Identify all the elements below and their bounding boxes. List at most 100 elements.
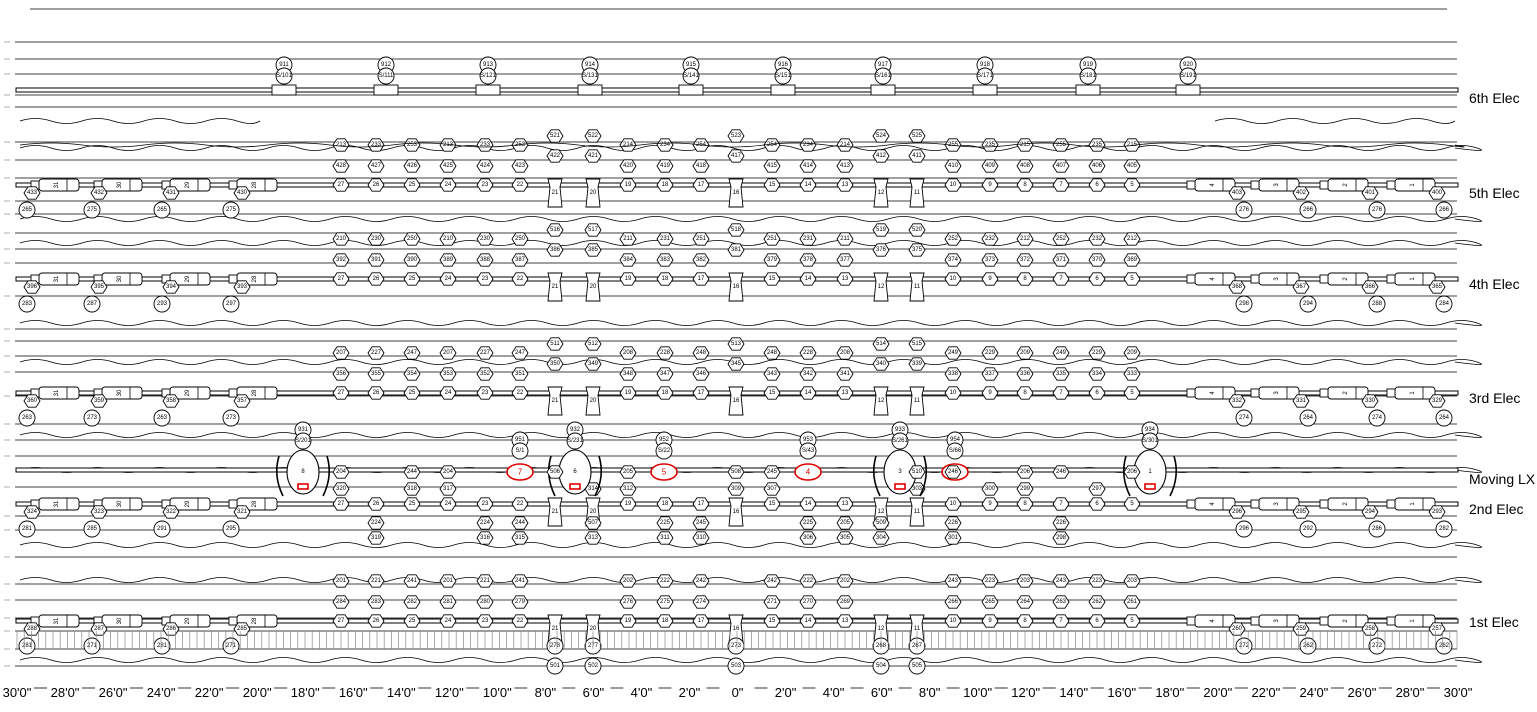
- red-unit-2-sub-label: S/43: [802, 448, 815, 454]
- elec-0-upper-16-shape: [908, 129, 926, 143]
- axis-label-29: 28'0": [1396, 685, 1425, 700]
- elec-2-lower-16-label: 339: [912, 361, 923, 367]
- mover-3-yoke-left: [1122, 455, 1131, 497]
- elec-3-right-unit-3-label: 1: [1410, 502, 1416, 506]
- elec-0-upper-5-shape: [511, 138, 529, 152]
- position-label-3: 3rd Elec: [1469, 390, 1520, 406]
- elec-1-upper-6-label: 516: [550, 227, 561, 233]
- elec-1-unit-12-shape: [763, 272, 781, 286]
- elec-3-lower-1-label: 224: [371, 520, 382, 526]
- elec-2-right-unit-0-lens: [1186, 388, 1196, 398]
- elec-0-lower-19-shape: [1016, 159, 1034, 173]
- elec-3-lower-4-shape: [476, 516, 494, 530]
- elec-0-unit-18-shape: [981, 178, 999, 192]
- elec-0-upper-17-label: 255: [948, 142, 959, 148]
- elec-3-unit-5-shape: [511, 497, 529, 511]
- elec-3-lowersub-17-shape: [944, 531, 962, 545]
- elec-1-lower-9-shape: [656, 253, 674, 267]
- elec-1-lower-12-label: 379: [767, 257, 778, 263]
- elec-4-right-unit-2-lens: [1319, 616, 1329, 626]
- elec-4-lower-22-label: 261: [1127, 599, 1138, 605]
- elec-4-unit-2-label: 25: [409, 618, 416, 624]
- elec-3-right-unit-0-label: 4: [1210, 502, 1216, 506]
- elec-1-right-chan-1-shape: [1292, 280, 1310, 294]
- elec-4-unit-20-label: 7: [1059, 618, 1063, 624]
- elec-4-unit-1-shape: [367, 614, 385, 628]
- elec-0-unit-13-shape: [799, 178, 817, 192]
- red-unit-0-body: [506, 463, 534, 481]
- red-unit-2-body: [794, 463, 822, 481]
- elec-1-unit-10-label: 17: [698, 276, 705, 282]
- elec-2-right-chan-0-shape: [1228, 394, 1246, 408]
- elec-4-upper-3-label: 201: [443, 578, 454, 584]
- elec-2-unit-7-body: [585, 386, 601, 416]
- elec-4-unit-21-shape: [1088, 614, 1106, 628]
- elec-1-unit-0-label: 27: [338, 276, 345, 282]
- elec-1-left-sub-3-shape: [222, 295, 240, 313]
- elec-2-upper-20-shape: [1052, 346, 1070, 360]
- elec-0-right-sub-0-label: 276: [1239, 207, 1250, 213]
- elec-0-lower-8-label: 420: [623, 163, 634, 169]
- elec-3-left-unit-3-lens: [228, 499, 238, 509]
- elec-0-upper-22-shape: [1123, 138, 1141, 152]
- sixth-unit-7-bottom-shape: [976, 67, 994, 85]
- elec-2-lower-11-label: 345: [731, 361, 742, 367]
- elec-0-unit-21-shape: [1088, 178, 1106, 192]
- elec-1-left-unit-0-label: 31: [54, 275, 60, 282]
- elec-3-lowersub-9-shape: [656, 531, 674, 545]
- elec-4-left-chan-1-label: 287: [94, 626, 105, 632]
- elec-1-right-chan-3-label: 365: [1432, 284, 1443, 290]
- elec-0-right-unit-3-lens: [1386, 180, 1396, 190]
- elec-2-right-sub-3-shape: [1435, 409, 1453, 427]
- elec-2-upper-4-shape: [476, 346, 494, 360]
- red-unit-2-chan-label: 953: [803, 437, 814, 443]
- elec-0-upper-4-label: 233: [480, 142, 491, 148]
- elec-2-right-sub-1-shape: [1299, 409, 1317, 427]
- elec-1-right-unit-3-label: 1: [1410, 277, 1416, 281]
- elec-2-unit-16-body: [909, 386, 925, 416]
- elec-3-upper-11-shape: [727, 482, 745, 496]
- elec-4-bottom-11-shape: [727, 657, 745, 675]
- elec-2-upper-8-label: 208: [623, 350, 634, 356]
- elec-4-upper-9-shape: [656, 574, 674, 588]
- elec-0-right-chan-3-label: 400: [1432, 190, 1443, 196]
- elec-3-unit-4-shape: [476, 497, 494, 511]
- elec-1-upper-3-label: 210: [443, 236, 454, 242]
- elec-1-upper-15-shape: [872, 223, 890, 237]
- elec-3-unit-6-body: [547, 497, 563, 527]
- sixth-elec-pipe: [15, 87, 1459, 93]
- elec-4-cable-top: [19, 577, 1482, 583]
- elec-0-unit-19-shape: [1016, 178, 1034, 192]
- elec-2-unit-19-shape: [1016, 386, 1034, 400]
- elec-4-upper-18-label: 223: [985, 578, 996, 584]
- elec-0-unit-11-body: [728, 178, 744, 208]
- elec-4-unit-20-shape: [1052, 614, 1070, 628]
- elec-3-unit-14-label: 13: [842, 501, 849, 507]
- elec-4-left-unit-0-label: 31: [54, 617, 60, 624]
- moving-hang-0-shape: [332, 465, 350, 479]
- elec-0-upper-18-label: 235: [985, 142, 996, 148]
- elec-1-upper-2-shape: [403, 232, 421, 246]
- elec-1-upper-6-shape: [546, 223, 564, 237]
- elec-3-lower-9-label: 225: [660, 520, 671, 526]
- elec-2-lower-0-label: 356: [336, 371, 347, 377]
- moving-hang-0-label: 204: [336, 469, 347, 475]
- elec-0-right-sub-2-shape: [1368, 201, 1386, 219]
- elec-0-right-unit-2-label: 2: [1343, 183, 1349, 187]
- moving-hang-6-label: 245: [767, 469, 778, 475]
- elec-0-lower-17-shape: [944, 159, 962, 173]
- elec-1-unit-9-shape: [656, 272, 674, 286]
- elec-0-unit-6-body: [547, 178, 563, 208]
- elec-0-lower-10-label: 418: [696, 163, 707, 169]
- sixth-unit-2-bottom-label: S/121: [480, 73, 496, 79]
- elec-2-unit-21-label: 6: [1095, 390, 1099, 396]
- elec-4-left-sub-3-shape: [222, 637, 240, 655]
- elec-2-upper-18-shape: [981, 346, 999, 360]
- elec-0-lower-21-shape: [1088, 159, 1106, 173]
- elec-4-upper-5-label: 241: [515, 578, 526, 584]
- elec-3-left-chan-1-label: 323: [94, 509, 105, 515]
- elec-1-left-chan-0-label: 396: [27, 284, 38, 290]
- elec-2-lower-9-shape: [656, 367, 674, 381]
- mover-0-sub-label: S/201: [295, 438, 311, 444]
- elec-2-right-sub-3-label: 264: [1439, 415, 1450, 421]
